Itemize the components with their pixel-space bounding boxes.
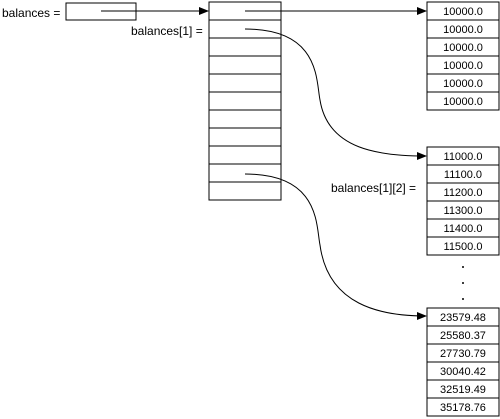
outer-array-cell xyxy=(208,37,282,57)
outer-array-cell xyxy=(208,127,282,147)
array-cell-value: 10000.0 xyxy=(443,6,483,18)
outer-array-cell xyxy=(208,145,282,165)
inner-array-row-1: 11000.0 11100.0 11200.0 11300.0 11400.0 11500… xyxy=(426,146,500,256)
array-cell-value: 23579.48 xyxy=(440,312,486,324)
outer-array-cell xyxy=(208,109,282,129)
label-balances-1: balances[1] = xyxy=(131,24,203,38)
inner-array-row-0: 10000.0 10000.0 10000.0 10000.0 10000.0 10000… xyxy=(426,1,500,111)
array-cell-value: 10000.0 xyxy=(443,42,483,54)
outer-array-cell xyxy=(208,163,282,183)
array-cell-value: 11200.0 xyxy=(444,187,483,199)
array-cell-value: 11300.0 xyxy=(444,205,483,217)
array-cell-value: 10000.0 xyxy=(443,78,483,90)
label-balances: balances = xyxy=(2,6,60,20)
array-cell-value: 11100.0 xyxy=(444,169,482,181)
array-cell-value: 32519.49 xyxy=(440,384,486,396)
ellipsis-dot-3 xyxy=(462,298,464,300)
array-cell-value: 10000.0 xyxy=(443,60,483,72)
inner-array-row-last: 23579.48 25580.37 27730.79 30040.42 32519.49… xyxy=(426,307,500,417)
array-cell xyxy=(426,397,500,417)
array-cell-value: 35178.76 xyxy=(440,402,486,414)
label-balances-1-2: balances[1][2] = xyxy=(331,181,416,195)
array-cell xyxy=(426,236,500,256)
outer-array-cell xyxy=(208,181,282,201)
array-cell-value: 11500.0 xyxy=(444,241,483,253)
array-cell xyxy=(426,91,500,111)
array-cell-value: 10000.0 xyxy=(443,96,483,108)
array-cell-value: 11400.0 xyxy=(444,223,483,235)
outer-array-cell xyxy=(208,73,282,93)
array-cell-value: 27730.79 xyxy=(440,348,486,360)
row-1-pointer-arrow xyxy=(244,28,427,160)
array-cell-value: 10000.0 xyxy=(443,24,483,36)
outer-array-cell xyxy=(208,55,282,75)
array-cell-value: 11000.0 xyxy=(444,151,483,163)
row-last-pointer-arrow xyxy=(244,173,427,320)
ellipsis-dot-2 xyxy=(462,282,464,284)
array-cell-value: 25580.37 xyxy=(440,330,486,342)
ellipsis-dot-1 xyxy=(462,266,464,268)
array-cell-value: 30040.42 xyxy=(440,366,486,378)
outer-array xyxy=(208,1,282,201)
outer-array-cell xyxy=(208,91,282,111)
